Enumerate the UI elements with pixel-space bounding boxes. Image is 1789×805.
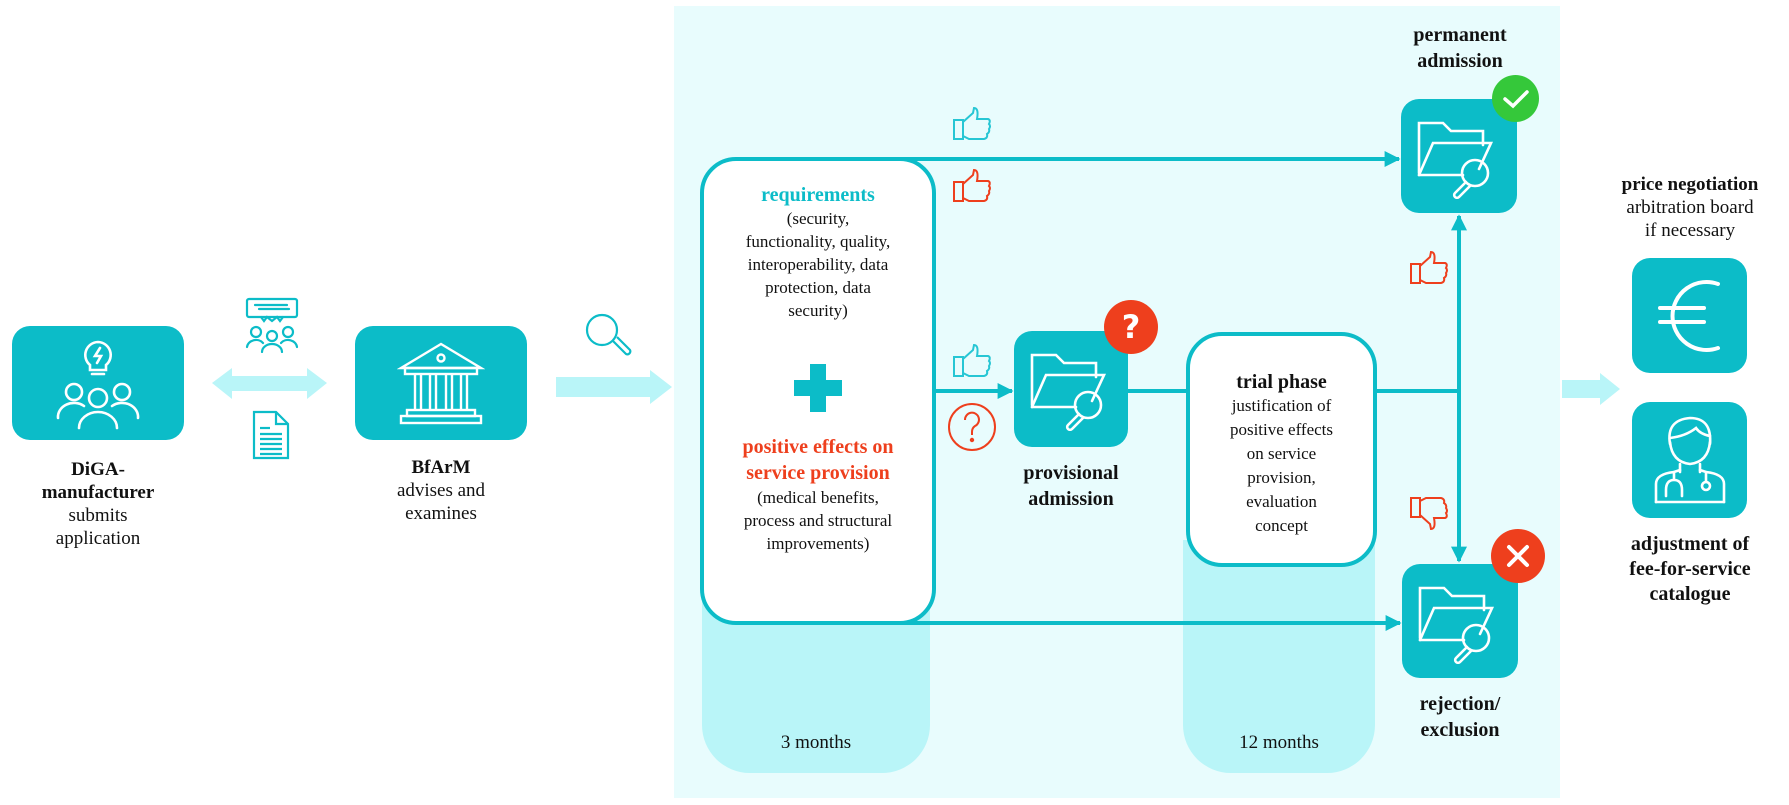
requirements-desc-line: functionality, quality, bbox=[745, 232, 891, 251]
arrow-to-evaluation bbox=[556, 370, 672, 404]
bfarm-title: BfArM bbox=[411, 457, 471, 478]
trial-desc-line: positive effects bbox=[1229, 420, 1334, 439]
question-icon bbox=[948, 403, 996, 451]
effects-title: positive effects on service provision bbox=[704, 434, 932, 486]
thumbs-up-icon bbox=[953, 107, 991, 140]
trial-phase-box: trial phase justification of positive ef… bbox=[1186, 332, 1377, 567]
rejection-title-line: rejection/ bbox=[1419, 693, 1501, 715]
trial-desc-line: concept bbox=[1255, 516, 1308, 535]
folder-search-icon bbox=[1030, 353, 1107, 431]
manufacturer-desc-line: application bbox=[55, 528, 141, 549]
bfarm-desc-line: advises and bbox=[396, 480, 486, 501]
trial-desc-line: justification of bbox=[1231, 396, 1332, 415]
provisional-label: provisional admission bbox=[1000, 460, 1142, 512]
manufacturer-label: DiGA- manufacturer submits application bbox=[12, 458, 184, 550]
trial-phase-desc: justification of positive effects on ser… bbox=[1190, 394, 1373, 538]
requirements-desc: (security, functionality, quality, inter… bbox=[704, 207, 932, 322]
doctor-icon bbox=[1654, 416, 1726, 504]
thumbs-up-icon bbox=[1410, 251, 1448, 284]
catalogue-title-line: adjustment of bbox=[1630, 533, 1750, 555]
x-badge bbox=[1491, 529, 1545, 583]
trial-desc-line: on service bbox=[1246, 444, 1317, 463]
price-title: price negotiation bbox=[1621, 174, 1759, 195]
plus-icon bbox=[794, 364, 842, 412]
close-icon bbox=[1507, 545, 1529, 567]
rejection-box bbox=[1402, 564, 1518, 678]
trial-phase-title: trial phase bbox=[1236, 371, 1327, 393]
trial-desc-line: provision, bbox=[1247, 468, 1316, 487]
catalogue-box bbox=[1632, 402, 1747, 518]
meeting-icon bbox=[245, 297, 299, 353]
provisional-title-line: admission bbox=[1028, 488, 1114, 510]
check-badge bbox=[1492, 75, 1539, 122]
price-box bbox=[1632, 258, 1747, 373]
double-arrow bbox=[212, 368, 327, 399]
requirements-box: requirements (security, functionality, q… bbox=[700, 157, 936, 625]
catalogue-label: adjustment of fee-for-service catalogue bbox=[1600, 532, 1780, 607]
thumbs-down-icon bbox=[1410, 497, 1448, 530]
permanent-title-line: admission bbox=[1417, 50, 1503, 72]
requirements-desc-line: protection, data bbox=[765, 278, 871, 297]
idea-team-icon bbox=[56, 340, 140, 430]
twelve-month-band bbox=[1183, 540, 1375, 773]
three-months-label: 3 months bbox=[780, 732, 852, 753]
manufacturer-desc-line: submits bbox=[68, 505, 128, 526]
question-badge: ? bbox=[1104, 300, 1158, 354]
twelve-months-label: 12 months bbox=[1239, 732, 1319, 753]
catalogue-title-line: catalogue bbox=[1649, 583, 1731, 605]
effects-desc-line: (medical benefits, bbox=[757, 488, 879, 507]
institution-icon bbox=[397, 342, 485, 425]
effects-desc-line: process and structural bbox=[743, 511, 893, 530]
effects-desc: (medical benefits, process and structura… bbox=[704, 486, 932, 555]
rejection-label: rejection/ exclusion bbox=[1388, 691, 1532, 743]
requirements-desc-line: (security, bbox=[786, 209, 850, 228]
requirements-title: requirements bbox=[761, 184, 875, 206]
effects-title-line: service provision bbox=[746, 462, 890, 484]
provisional-title-line: provisional bbox=[1023, 462, 1119, 484]
price-label: price negotiation arbitration board if n… bbox=[1600, 173, 1780, 242]
catalogue-title-line: fee-for-service bbox=[1629, 558, 1751, 580]
bfarm-box bbox=[355, 326, 527, 440]
effects-title-line: positive effects on bbox=[742, 436, 894, 458]
thumbs-up-icon bbox=[953, 344, 991, 377]
requirements-desc-line: interoperability, data bbox=[747, 255, 889, 274]
price-desc-line: arbitration board bbox=[1626, 197, 1754, 218]
arrow-to-outcome bbox=[1562, 373, 1620, 405]
permanent-title-line: permanent bbox=[1413, 24, 1507, 46]
bfarm-label: BfArM advises and examines bbox=[355, 456, 527, 525]
check-icon bbox=[1502, 89, 1529, 108]
requirements-desc-line: security) bbox=[788, 301, 848, 320]
thumbs-up-icon bbox=[953, 169, 991, 202]
price-desc-line: if necessary bbox=[1644, 220, 1736, 241]
effects-desc-line: improvements) bbox=[766, 534, 870, 553]
trial-desc-line: evaluation bbox=[1246, 492, 1317, 511]
permanent-label: permanent admission bbox=[1388, 22, 1532, 74]
manufacturer-title-line: manufacturer bbox=[41, 482, 155, 503]
euro-icon bbox=[1658, 280, 1720, 352]
manufacturer-title-line: DiGA- bbox=[71, 459, 125, 480]
provisional-box bbox=[1014, 331, 1128, 447]
manufacturer-box bbox=[12, 326, 184, 440]
document-icon bbox=[252, 410, 290, 460]
search-icon bbox=[585, 313, 632, 356]
bfarm-desc-line: examines bbox=[405, 503, 477, 524]
rejection-title-line: exclusion bbox=[1420, 719, 1500, 741]
folder-search-icon bbox=[1417, 121, 1494, 199]
permanent-box bbox=[1401, 99, 1517, 213]
folder-search-icon bbox=[1418, 586, 1495, 664]
